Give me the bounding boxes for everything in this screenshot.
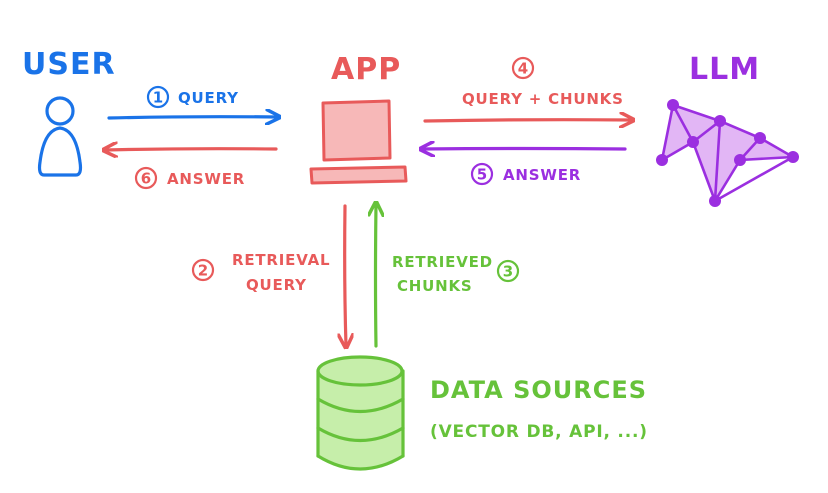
data-sources-node: DATA SOURCES (VECTOR DB, API, ...) <box>316 355 648 471</box>
step-5-arrow <box>422 149 627 150</box>
step-2-arrow <box>345 204 346 346</box>
step-5-number: 5 <box>477 166 487 184</box>
step-4-arrow <box>423 120 632 121</box>
step-3-number: 3 <box>503 263 513 281</box>
step-6: 6 ANSWER <box>105 149 278 190</box>
step-4: 4 QUERY + CHUNKS <box>423 56 632 121</box>
step-3-badge <box>496 259 520 283</box>
user-title: USER <box>22 47 116 82</box>
step-1-label: QUERY <box>178 89 239 107</box>
step-6-label: ANSWER <box>167 170 245 188</box>
network-graph-icon <box>656 99 799 207</box>
step-6-number: 6 <box>141 170 151 188</box>
step-1-badge <box>146 85 170 109</box>
step-2-label-line2: QUERY <box>246 276 307 294</box>
step-6-badge <box>134 166 158 190</box>
data-sources-title: DATA SOURCES <box>430 376 647 404</box>
step-2-label-line1: RETRIEVAL <box>232 251 330 269</box>
step-5: 5 ANSWER <box>422 149 627 186</box>
app-node: APP <box>309 52 408 185</box>
step-5-badge <box>470 162 494 186</box>
step-2-number: 2 <box>198 262 208 280</box>
step-6-arrow <box>105 149 278 150</box>
step-3-label-line2: CHUNKS <box>397 277 473 295</box>
step-3: RETRIEVED CHUNKS 3 <box>376 204 520 348</box>
step-1: 1 QUERY <box>107 85 278 118</box>
step-4-label: QUERY + CHUNKS <box>462 90 624 108</box>
step-3-label-line1: RETRIEVED <box>392 253 493 271</box>
llm-title: LLM <box>689 52 760 87</box>
llm-node: LLM <box>656 52 799 207</box>
data-sources-detail: (VECTOR DB, API, ...) <box>430 422 648 442</box>
user-node: USER <box>22 47 116 177</box>
step-4-badge <box>511 56 535 80</box>
database-icon <box>316 355 405 471</box>
app-title: APP <box>331 52 401 87</box>
step-1-number: 1 <box>153 89 163 107</box>
step-4-number: 4 <box>518 60 528 78</box>
step-2-badge <box>191 258 215 282</box>
person-icon <box>37 96 83 177</box>
laptop-icon <box>309 99 408 185</box>
step-3-arrow <box>376 204 377 348</box>
step-1-arrow <box>107 117 278 118</box>
step-2: 2 RETRIEVAL QUERY <box>191 204 346 346</box>
step-5-label: ANSWER <box>503 166 581 184</box>
